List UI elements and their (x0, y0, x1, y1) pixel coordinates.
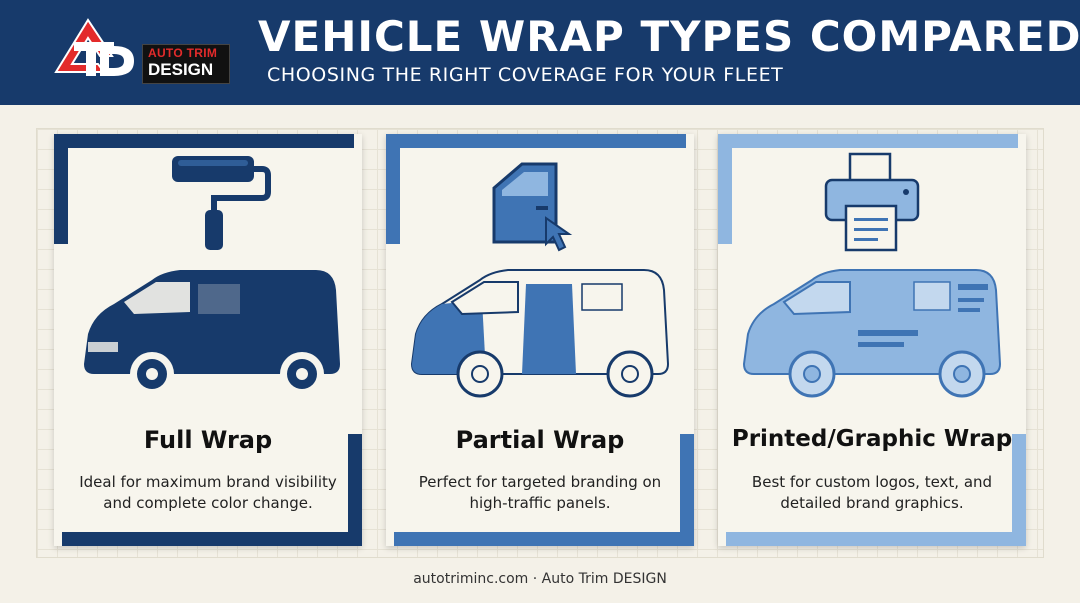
van-full-wrap-icon (84, 270, 340, 396)
van-partial-wrap-icon (410, 269, 670, 398)
card-description: Perfect for targeted branding on high-tr… (396, 472, 684, 514)
card-frame (54, 134, 362, 546)
card-description-line: Ideal for maximum brand visibility (79, 473, 337, 491)
atd-logo-icon (54, 18, 134, 76)
card-frame (718, 134, 1026, 546)
header-banner: AUTO TRIM DESIGN VEHICLE WRAP TYPES COMP… (0, 0, 1080, 105)
card-printed-graphic-wrap: Printed/Graphic Wrap Best for custom log… (718, 134, 1026, 546)
logo-text-design: DESIGN (148, 60, 214, 79)
logo-text-auto-trim: AUTO TRIM (148, 46, 218, 60)
card-description: Ideal for maximum brand visibility and c… (64, 472, 352, 514)
card-title: Partial Wrap (455, 426, 625, 454)
card-description-line: detailed brand graphics. (780, 494, 964, 512)
car-door-cursor-icon (492, 162, 573, 252)
card-description-line: and complete color change. (103, 494, 313, 512)
page-subtitle: CHOOSING THE RIGHT COVERAGE FOR YOUR FLE… (267, 64, 784, 86)
card-partial-wrap: Partial Wrap Perfect for targeted brandi… (386, 134, 694, 546)
printer-icon (824, 152, 920, 252)
card-title: Full Wrap (143, 426, 273, 454)
card-frame (386, 134, 694, 546)
van-printed-wrap-icon (742, 269, 1002, 398)
page-title: VEHICLE WRAP TYPES COMPARED (258, 12, 1080, 61)
paint-roller-icon (172, 156, 271, 250)
footer-text: autotriminc.com · Auto Trim DESIGN (413, 571, 667, 587)
card-description-line: high-traffic panels. (469, 494, 611, 512)
card-title: Printed/Graphic Wrap (731, 426, 1013, 452)
card-full-wrap: Full Wrap Ideal for maximum brand visibi… (54, 134, 362, 546)
card-description: Best for custom logos, text, and detaile… (728, 472, 1016, 514)
card-description-line: Perfect for targeted branding on (418, 473, 662, 491)
card-description-line: Best for custom logos, text, and (751, 473, 993, 491)
company-logo: AUTO TRIM DESIGN (54, 16, 230, 86)
logo-text-box (142, 44, 230, 84)
